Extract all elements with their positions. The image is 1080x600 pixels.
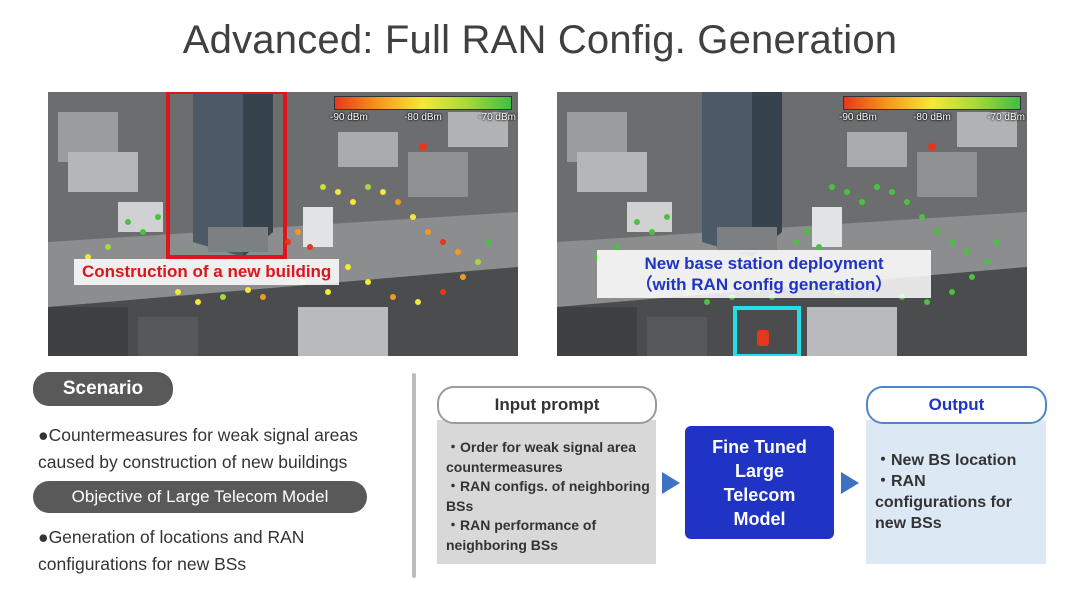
signal-scale-legend: -90 dBm -80 dBm -70 dBm xyxy=(330,96,516,123)
model-label: Fine Tuned Large Telecom Model xyxy=(712,436,807,529)
objective-text-line1: ●Generation of locations and RAN xyxy=(38,527,305,547)
output-list: ・New BS location ・RAN configurations for… xyxy=(875,450,1040,534)
large-telecom-model-box: Fine Tuned Large Telecom Model xyxy=(685,426,834,539)
after-scene-image: -90 dBm -80 dBm -70 dBm New base station… xyxy=(557,92,1027,356)
input-prompt-item: ・RAN configs. of neighboring BSs xyxy=(446,478,650,514)
input-prompt-item: ・Order for weak signal area countermeasu… xyxy=(446,439,636,475)
input-prompt-label: Input prompt xyxy=(437,386,657,424)
arrow-right-icon xyxy=(662,472,680,494)
input-prompt-list: ・Order for weak signal area countermeasu… xyxy=(446,438,651,555)
scale-label-low: -90 dBm xyxy=(330,112,368,123)
scale-label-low: -90 dBm xyxy=(839,112,877,123)
objective-text: ●Generation of locations and RAN configu… xyxy=(38,524,304,578)
output-box xyxy=(866,420,1046,564)
arrow-right-icon xyxy=(841,472,859,494)
scale-label-high: -70 dBm xyxy=(987,112,1025,123)
after-caption-line1: New base station deployment xyxy=(644,254,884,273)
before-caption: Construction of a new building xyxy=(74,259,340,285)
signal-scale-legend-after: -90 dBm -80 dBm -70 dBm xyxy=(839,96,1025,123)
slide-title: Advanced: Full RAN Config. Generation xyxy=(182,18,898,62)
new-bs-marker xyxy=(757,330,769,346)
objective-text-line2: configurations for new BSs xyxy=(38,554,247,574)
input-prompt-box xyxy=(437,420,656,564)
after-caption-line2: （with RAN config generation） xyxy=(635,275,893,294)
new-bs-highlight xyxy=(733,306,801,356)
scenario-text: ●Countermeasures for weak signal areas c… xyxy=(38,422,358,476)
input-prompt-item: ・RAN performance of neighboring BSs xyxy=(446,517,597,553)
signal-dots-before xyxy=(85,143,491,305)
scale-label-mid: -80 dBm xyxy=(913,112,951,123)
scenario-text-line1: ●Countermeasures for weak signal areas xyxy=(38,425,358,445)
scenario-label: Scenario xyxy=(33,372,173,406)
after-caption: New base station deployment （with RAN co… xyxy=(597,250,931,298)
output-label: Output xyxy=(866,386,1047,424)
scenario-text-line2: caused by construction of new buildings xyxy=(38,452,348,472)
section-divider xyxy=(412,373,416,578)
scale-label-mid: -80 dBm xyxy=(404,112,442,123)
signal-gradient-bar-after xyxy=(843,96,1021,110)
city-scene-before xyxy=(48,92,518,356)
signal-gradient-bar xyxy=(334,96,512,110)
before-scene-image: -90 dBm -80 dBm -70 dBm Construction of … xyxy=(48,92,518,356)
city-scene-after xyxy=(557,92,1027,356)
output-item: ・New BS location xyxy=(875,452,1017,469)
objective-label: Objective of Large Telecom Model xyxy=(33,481,367,513)
output-item: ・RAN configurations for new BSs xyxy=(875,473,1012,532)
scale-label-high: -70 dBm xyxy=(478,112,516,123)
